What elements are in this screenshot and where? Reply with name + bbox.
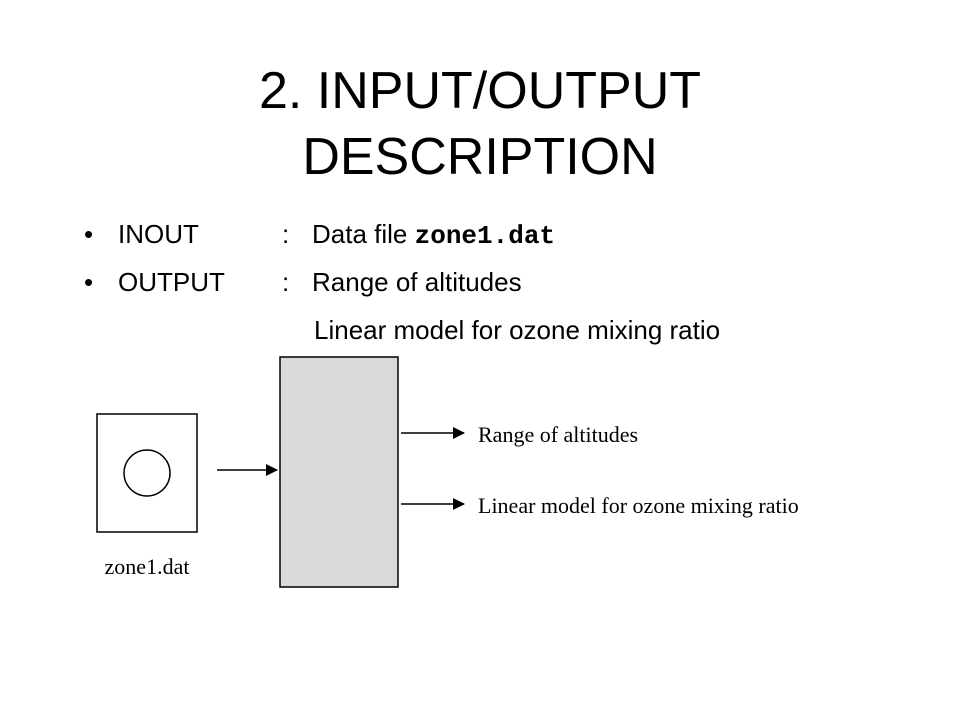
bullet-text-input: Data file <box>312 219 415 249</box>
slide-title: 2. INPUT/OUTPUT DESCRIPTION <box>0 58 960 190</box>
bullet-list: • INOUT : Data file zone1.dat • OUTPUT :… <box>84 214 555 310</box>
bullet-term-input: INOUT <box>118 219 199 249</box>
bullet-term-output: OUTPUT <box>118 267 225 297</box>
data-file-name: zone1.dat <box>414 221 556 251</box>
input-file-box <box>96 413 198 533</box>
slide-title-line1: 2. INPUT/OUTPUT <box>258 62 702 120</box>
bullet-marker: • <box>84 219 94 249</box>
bullet-marker: • <box>84 267 94 297</box>
bullet-separator: : <box>282 267 290 297</box>
bullet-output: • OUTPUT : Range of altitudes <box>84 262 555 310</box>
bullet-text-output: Range of altitudes <box>312 267 522 297</box>
process-box <box>279 356 399 588</box>
bullet-separator: : <box>282 219 290 249</box>
bullet-output-continuation: Linear model for ozone mixing ratio <box>314 315 721 345</box>
data-store-circle-icon <box>123 449 171 497</box>
bullet-input: • INOUT : Data file zone1.dat <box>84 214 555 262</box>
input-file-label: zone1.dat <box>105 554 190 579</box>
bullet-description-input: Data file zone1.dat <box>312 214 555 256</box>
output-label-1: Range of altitudes <box>478 422 638 447</box>
output-label-2: Linear model for ozone mixing ratio <box>478 493 799 518</box>
slide-title-line2: DESCRIPTION <box>302 128 658 186</box>
